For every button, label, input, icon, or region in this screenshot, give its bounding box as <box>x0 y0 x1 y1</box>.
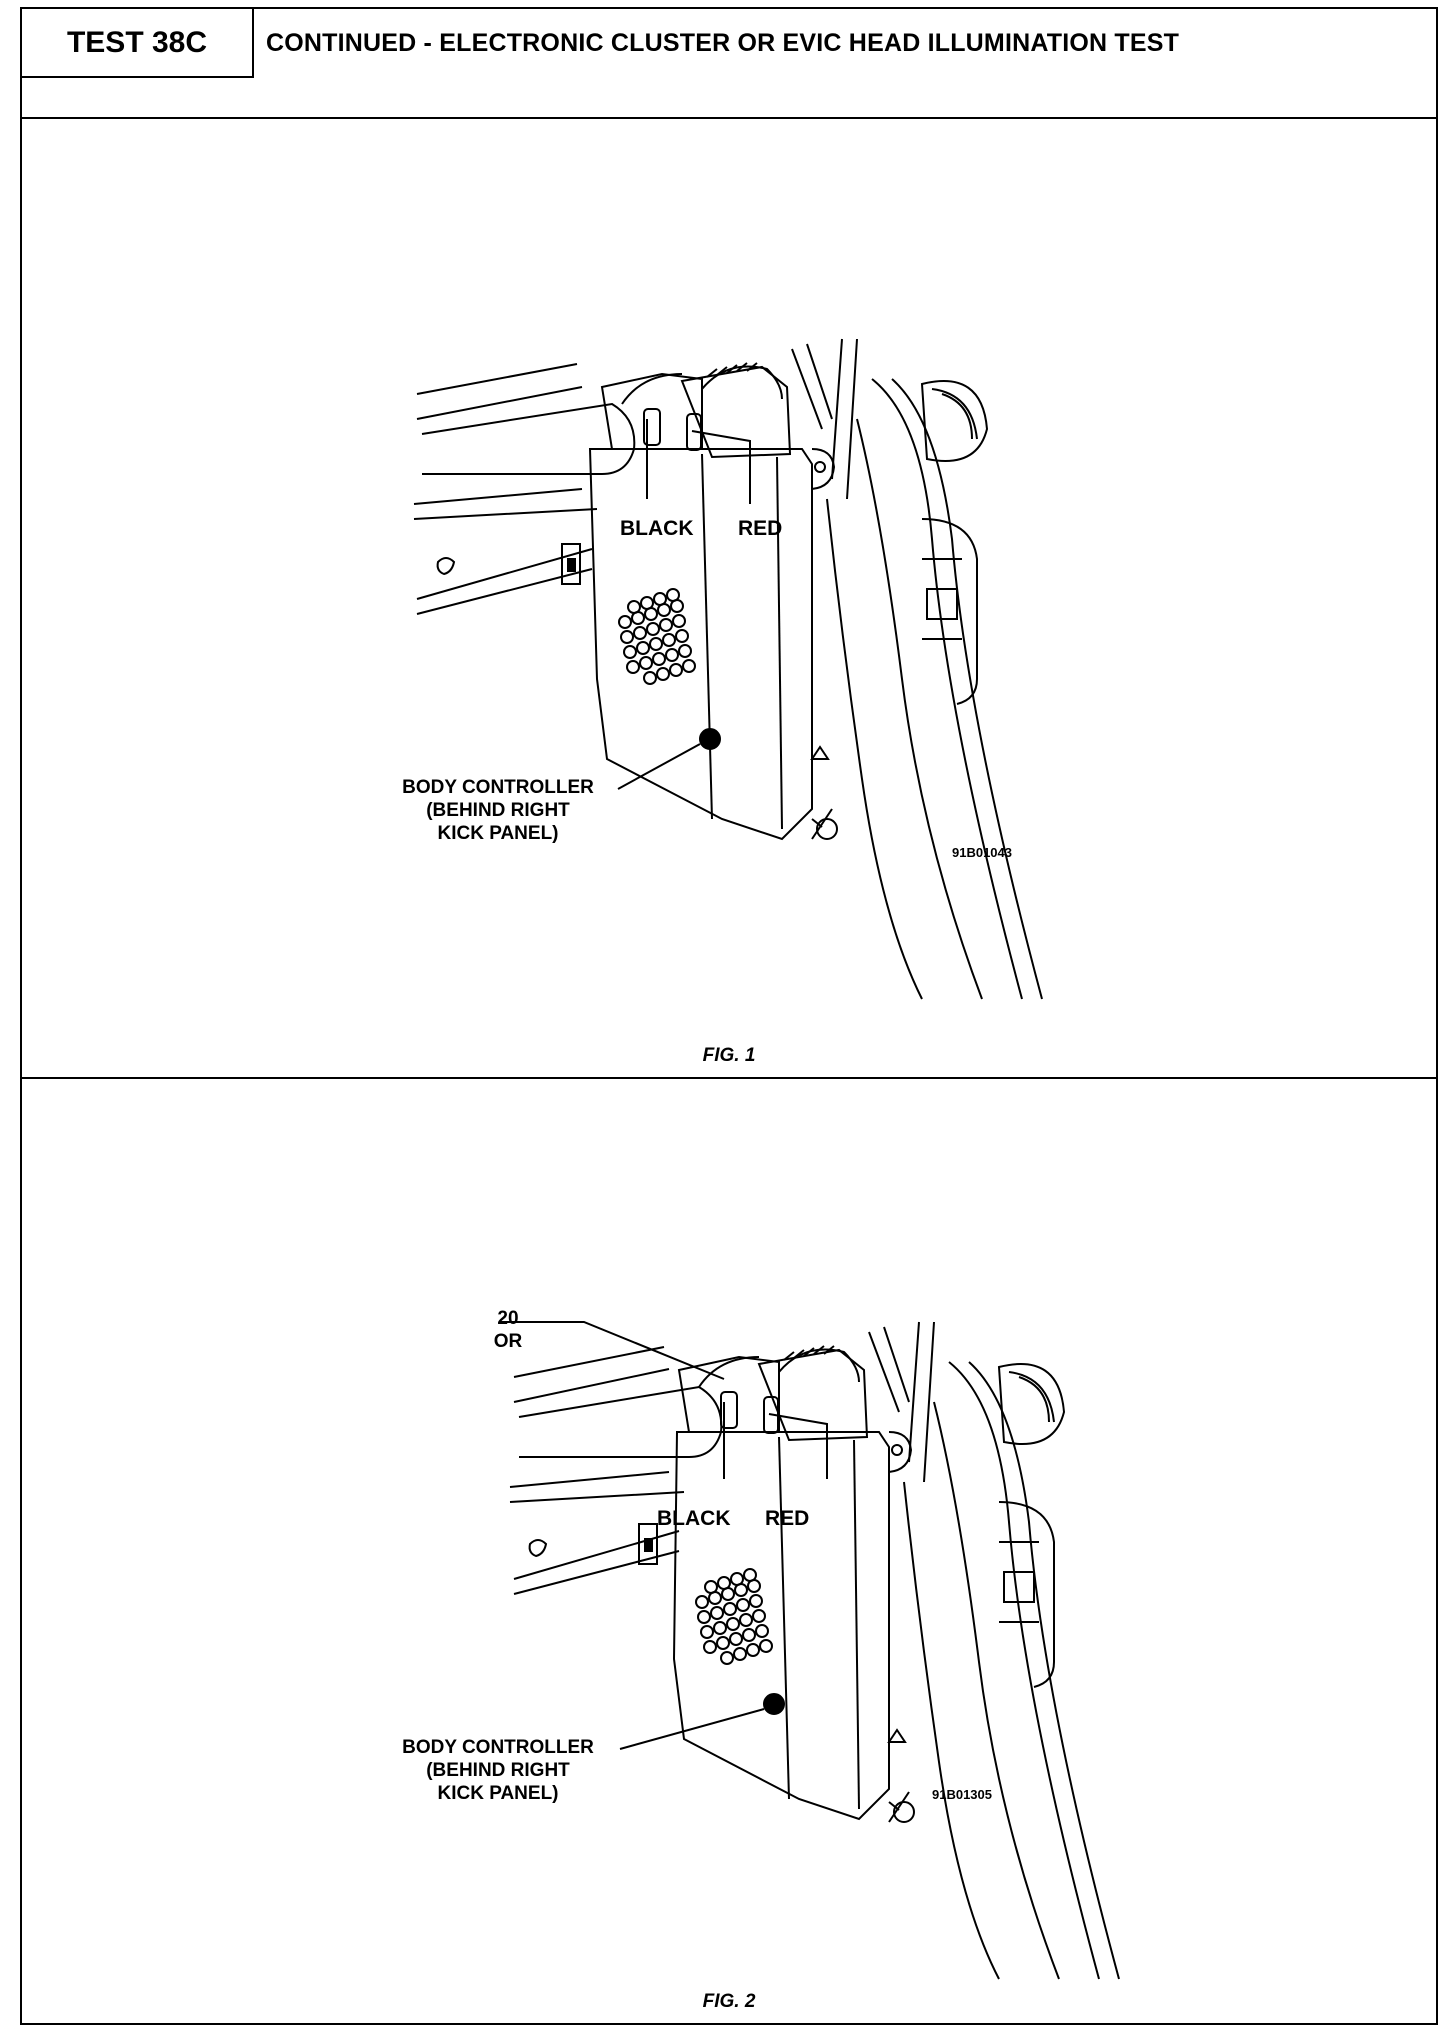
image-code: 91B01043 <box>952 845 1012 860</box>
figure-2-panel: 20 OR BLACK RED BODY CONTROLLER (BEHIND … <box>22 1079 1436 2025</box>
page-frame: TEST 38C CONTINUED - ELECTRONIC CLUSTER … <box>20 7 1438 2025</box>
pin-callout-line-2: OR <box>493 1331 523 1352</box>
connector-black-label: BLACK <box>620 517 694 540</box>
figure-caption: FIG. 1 <box>702 1045 756 1066</box>
header: TEST 38C CONTINUED - ELECTRONIC CLUSTER … <box>22 9 1436 119</box>
body-controller-callout: BODY CONTROLLER (BEHIND RIGHT KICK PANEL… <box>380 1736 616 1805</box>
callout-line-1: BODY CONTROLLER <box>402 1737 594 1758</box>
connector-red-label: RED <box>738 517 783 540</box>
callout-line-2: (BEHIND RIGHT <box>426 1760 570 1781</box>
figure-caption: FIG. 2 <box>702 1991 756 2012</box>
figure-2-illustration <box>499 1321 1120 1980</box>
test-id: TEST 38C <box>66 25 208 59</box>
connector-red-label: RED <box>765 1507 810 1530</box>
connector-black-label: BLACK <box>657 1507 731 1530</box>
test-id-box: TEST 38C <box>22 9 254 78</box>
figure-1-illustration <box>413 338 1043 1000</box>
callout-line-3: KICK PANEL) <box>437 823 559 844</box>
page-title: CONTINUED - ELECTRONIC CLUSTER OR EVIC H… <box>266 29 1180 57</box>
pin-callout: 20 OR <box>478 1307 538 1353</box>
figure-1-panel: BLACK RED BODY CONTROLLER (BEHIND RIGHT … <box>22 119 1436 1079</box>
image-code: 91B01305 <box>932 1787 992 1802</box>
body-controller-callout: BODY CONTROLLER (BEHIND RIGHT KICK PANEL… <box>380 776 616 845</box>
callout-line-2: (BEHIND RIGHT <box>426 800 570 821</box>
callout-line-1: BODY CONTROLLER <box>402 777 594 798</box>
callout-line-3: KICK PANEL) <box>437 1783 559 1804</box>
pin-callout-line-1: 20 <box>497 1308 519 1329</box>
